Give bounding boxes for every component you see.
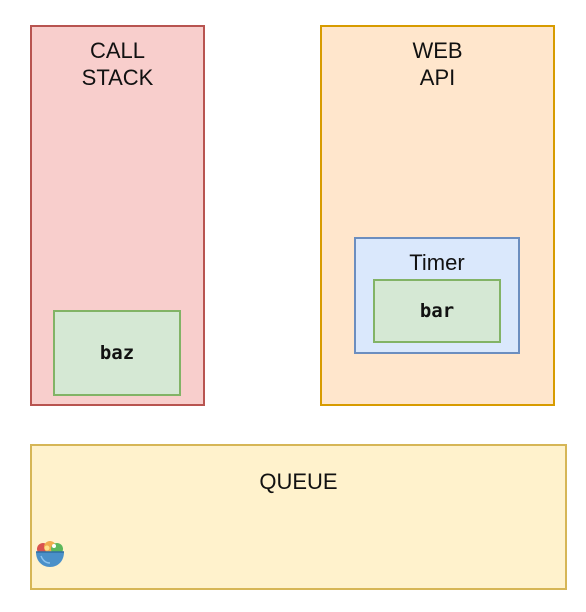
queue-title: QUEUE xyxy=(259,469,338,494)
call-stack-title: CALL STACK xyxy=(81,38,154,90)
bowl-icon xyxy=(36,541,64,567)
timer-callback-bar: bar xyxy=(373,279,501,343)
call-stack-frame-baz: baz xyxy=(53,310,181,396)
queue-panel: QUEUE xyxy=(30,444,567,590)
web-api-title: WEB API xyxy=(412,38,463,90)
timer-title: Timer xyxy=(409,250,465,275)
